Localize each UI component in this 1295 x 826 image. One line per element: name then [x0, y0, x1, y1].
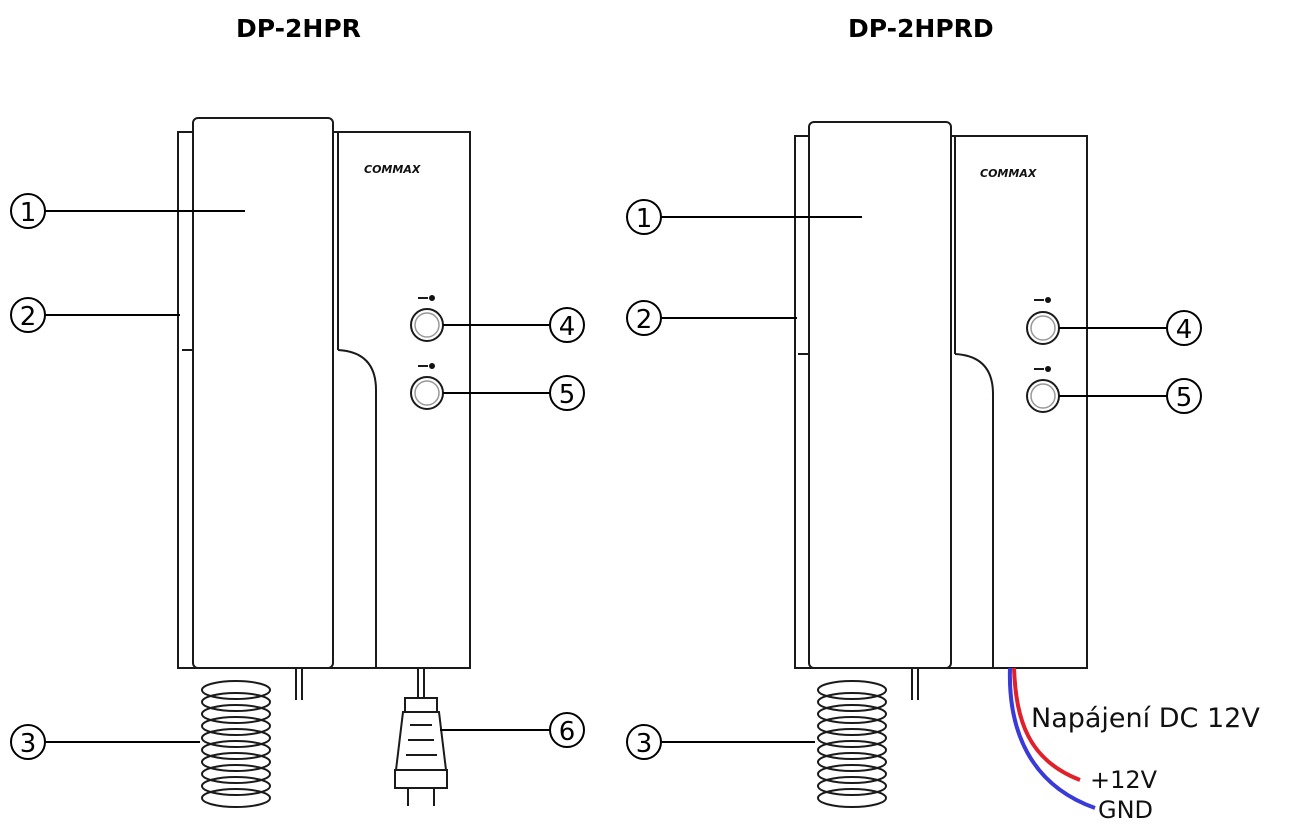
callout-3-right	[626, 724, 662, 760]
key-icon	[1034, 297, 1051, 303]
intercom-unit-right: COMMAX Napájení DC 12V +12V GND 1 2	[626, 121, 1260, 824]
callout-5-left-label: 5	[559, 380, 576, 410]
handset-right[interactable]	[808, 121, 952, 669]
callout-1-left-label: 1	[20, 198, 37, 228]
ground-terminal-label: GND	[1098, 796, 1153, 824]
door-release-button-left[interactable]	[410, 308, 444, 342]
power-label: Napájení DC 12V	[1031, 703, 1260, 734]
coiled-cord-right	[817, 680, 887, 808]
callout-3-left	[10, 724, 46, 760]
callout-1-right	[626, 199, 662, 235]
intercom-unit-left: COMMAX	[10, 117, 585, 808]
cradle-hook-left	[337, 349, 377, 668]
callout-3-right-label: 3	[636, 729, 653, 759]
positive-terminal-label: +12V	[1090, 766, 1158, 794]
callout-4-left	[549, 307, 585, 343]
callout-5-left	[549, 375, 585, 411]
key-icon	[418, 295, 435, 301]
callout-4-left-label: 4	[559, 312, 576, 342]
callout-2-left-label: 2	[20, 302, 37, 332]
handset-left[interactable]	[192, 117, 334, 669]
key-icon	[1034, 366, 1051, 372]
callout-2-left	[10, 297, 46, 333]
callout-1-right-label: 1	[636, 204, 653, 234]
callout-5-right	[1166, 378, 1202, 414]
callout-6-left-label: 6	[559, 717, 576, 747]
callout-2-right-label: 2	[636, 305, 653, 335]
key-icon	[418, 363, 435, 369]
callout-6-left	[549, 712, 585, 748]
aux-button-right[interactable]	[1026, 379, 1060, 413]
brand-logo-left: COMMAX	[364, 163, 421, 176]
callout-4-right	[1166, 310, 1202, 346]
callout-3-left-label: 3	[20, 729, 37, 759]
wire-ground	[1007, 667, 1096, 810]
coiled-cord-left	[201, 680, 271, 808]
brand-logo-right: COMMAX	[980, 167, 1037, 180]
wire-positive	[1012, 667, 1081, 782]
aux-button-left[interactable]	[410, 376, 444, 410]
model-title-left: DP-2HPR	[236, 14, 361, 43]
door-release-button-right[interactable]	[1026, 311, 1060, 345]
callout-1-left	[10, 193, 46, 229]
model-title-right: DP-2HPRD	[848, 14, 994, 43]
power-plug-left	[394, 668, 448, 806]
callout-4-right-label: 4	[1176, 315, 1193, 345]
cradle-hook-right	[954, 353, 994, 668]
callout-2-right	[626, 300, 662, 336]
callout-5-right-label: 5	[1176, 383, 1193, 413]
